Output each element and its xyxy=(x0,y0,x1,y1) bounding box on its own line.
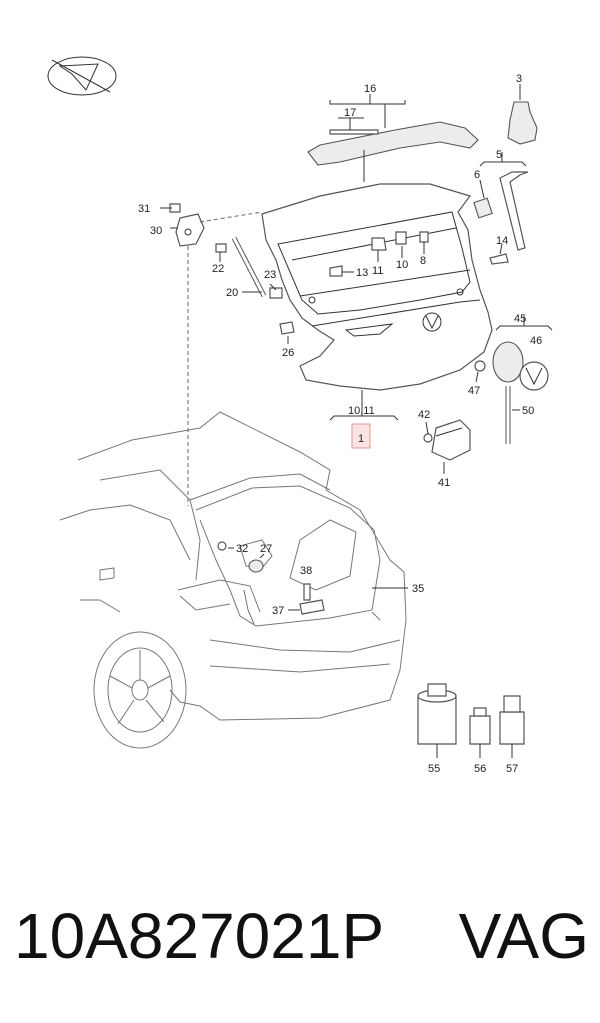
callout-41: 41 xyxy=(438,477,450,489)
hinge-part-30 xyxy=(169,203,205,247)
callout-30: 30 xyxy=(150,225,162,237)
callout-47: 47 xyxy=(468,385,480,397)
car-body-drawing xyxy=(59,411,407,721)
callout-labels: 3 16 17 5 6 31 30 14 22 23 13 11 10 8 20… xyxy=(138,73,542,775)
bottle-part-57 xyxy=(499,695,525,745)
callout-35: 35 xyxy=(412,583,424,595)
callout-1: 1 xyxy=(358,433,364,445)
callout-42: 42 xyxy=(418,409,430,421)
callout-14: 14 xyxy=(496,235,508,247)
gas-strut-part-20 xyxy=(231,236,267,298)
callout-57: 57 xyxy=(506,763,518,775)
part-8 xyxy=(419,231,429,243)
part-14 xyxy=(489,253,509,265)
callout-11: 11 xyxy=(372,265,383,277)
callout-37: 37 xyxy=(272,605,284,617)
part-6 xyxy=(473,197,493,219)
callout-38: 38 xyxy=(300,565,312,577)
emblem-parts-45-46 xyxy=(492,341,549,391)
part-27 xyxy=(248,559,264,573)
callout-10-11: 10,11 xyxy=(348,405,375,417)
callout-10: 10 xyxy=(396,259,408,271)
callout-32: 32 xyxy=(236,543,248,555)
callout-22: 22 xyxy=(212,263,224,275)
part-37 xyxy=(299,599,325,615)
bracket-part-5 xyxy=(499,171,529,251)
highlighted-callout-box xyxy=(351,423,371,449)
part-number-code: 10A827021P xyxy=(14,900,385,972)
callout-23: 23 xyxy=(264,269,276,281)
part-13 xyxy=(329,265,343,277)
part-23 xyxy=(269,287,283,299)
callout-3: 3 xyxy=(516,73,522,85)
bottle-part-55 xyxy=(417,683,457,745)
lock-part-41 xyxy=(431,419,471,461)
callout-16: 16 xyxy=(364,83,376,95)
callout-27: 27 xyxy=(260,543,272,555)
part-32 xyxy=(217,541,227,551)
callout-13: 13 xyxy=(356,267,368,279)
brand-logo-icon xyxy=(47,56,117,96)
part-26 xyxy=(279,321,295,335)
part-11 xyxy=(371,237,387,251)
callout-46: 46 xyxy=(530,335,542,347)
callout-17: 17 xyxy=(344,107,356,119)
cap-part-3 xyxy=(507,101,538,145)
spoiler-strip xyxy=(307,121,479,166)
callout-6: 6 xyxy=(474,169,480,181)
callout-5: 5 xyxy=(496,149,502,161)
callout-31: 31 xyxy=(138,203,150,215)
bottle-part-56 xyxy=(469,707,491,745)
callout-56: 56 xyxy=(474,763,486,775)
part-number-brand: VAG xyxy=(458,900,589,972)
callout-8: 8 xyxy=(420,255,426,267)
part-22 xyxy=(215,243,227,253)
callout-50: 50 xyxy=(522,405,534,417)
part-10 xyxy=(395,231,407,245)
callout-20: 20 xyxy=(226,287,238,299)
callout-26: 26 xyxy=(282,347,294,359)
callout-55: 55 xyxy=(428,763,440,775)
tailgate-panel xyxy=(261,183,493,391)
wheel-icon xyxy=(93,631,187,749)
part-38 xyxy=(303,583,311,601)
callout-45: 45 xyxy=(514,313,526,325)
